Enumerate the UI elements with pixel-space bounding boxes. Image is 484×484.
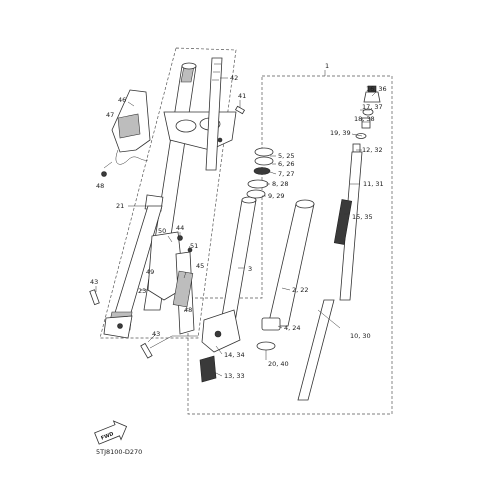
label-part-8-28: 8, 28: [272, 180, 289, 188]
label-part-19-39: 19, 39: [330, 129, 351, 137]
label-part-1: 1: [325, 62, 329, 70]
label-part-3: 3: [248, 265, 252, 273]
part-labels: 1 16, 36 17, 37 18, 38 19, 39 12, 32 11,…: [90, 62, 387, 380]
label-part-6-26: 6, 26: [278, 160, 295, 168]
label-part-48-lower: 48: [184, 306, 192, 314]
label-part-48-upper: 48: [96, 182, 104, 190]
label-part-2-22: 2, 22: [292, 286, 309, 294]
label-part-7-27: 7, 27: [278, 170, 295, 178]
label-part-12-32: 12, 32: [362, 146, 383, 154]
fwd-label: FWD: [100, 431, 114, 441]
label-part-5-25: 5, 25: [278, 152, 295, 160]
label-part-41: 41: [238, 92, 246, 100]
label-part-4-24: 4, 24: [284, 324, 301, 332]
label-part-46: 46: [118, 96, 126, 104]
label-part-10-30: 10, 30: [350, 332, 371, 340]
label-part-23: 23: [138, 287, 146, 295]
label-part-17-37: 17, 37: [362, 103, 383, 111]
leader-lines: [95, 70, 377, 377]
label-part-20-40: 20, 40: [268, 360, 289, 368]
assembly-outline-right: [187, 75, 393, 415]
label-part-13-33: 13, 33: [224, 372, 245, 380]
label-part-49: 49: [146, 268, 154, 276]
label-part-51: 51: [190, 242, 198, 250]
label-part-15-35: 15, 35: [352, 213, 373, 221]
label-part-43-left: 43: [90, 278, 98, 286]
diagram-code: 5TJ8100-D270: [96, 448, 142, 456]
center-fork-parts: [199, 147, 315, 383]
label-part-45: 45: [196, 262, 204, 270]
label-part-21: 21: [116, 202, 124, 210]
label-part-42: 42: [230, 74, 238, 82]
label-part-18-38: 18, 38: [354, 115, 375, 123]
assembly-outline-left: [99, 47, 237, 339]
label-part-14-34: 14, 34: [224, 351, 245, 359]
label-part-50: 50: [158, 227, 166, 235]
label-part-43-lower: 43: [152, 330, 160, 338]
fwd-arrow-icon: FWD: [94, 420, 128, 445]
label-part-44: 44: [176, 224, 184, 232]
label-part-9-29: 9, 29: [268, 192, 285, 200]
label-part-16-36: 16, 36: [366, 85, 387, 93]
left-fork-assembly: [89, 57, 246, 359]
label-part-47: 47: [106, 111, 114, 119]
cartridge-assembly: [297, 85, 381, 401]
label-part-11-31: 11, 31: [363, 180, 384, 188]
